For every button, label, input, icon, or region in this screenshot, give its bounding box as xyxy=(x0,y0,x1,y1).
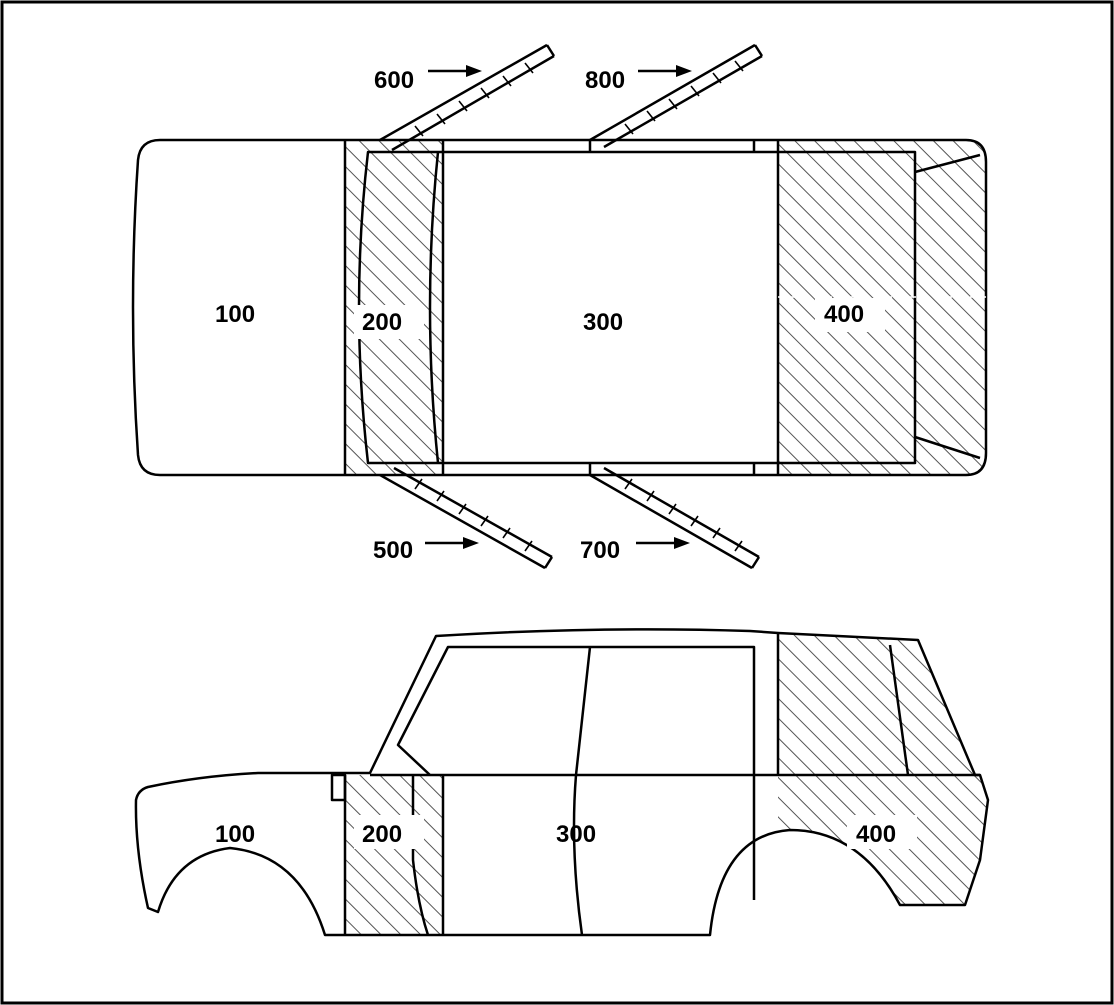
top-rear-diag-1 xyxy=(914,153,981,174)
side-view: 100 200 300 400 xyxy=(134,628,990,937)
top-label-600: 600 xyxy=(374,67,414,94)
door-800 xyxy=(589,43,764,149)
top-car-outline xyxy=(131,138,988,477)
side-zone-200-hatch xyxy=(345,775,443,935)
arrow-800 xyxy=(638,65,692,77)
top-label-400: 400 xyxy=(824,301,864,328)
arrow-700 xyxy=(636,537,690,549)
side-mirror xyxy=(330,773,347,802)
side-label-100: 100 xyxy=(215,821,255,848)
side-zone-400-upper-hatch xyxy=(778,633,975,775)
door-500 xyxy=(379,466,554,570)
top-label-100: 100 xyxy=(215,301,255,328)
side-seam-b xyxy=(411,775,430,936)
top-label-800: 800 xyxy=(585,67,625,94)
side-window-frame xyxy=(396,645,756,776)
door-600 xyxy=(379,43,556,152)
top-windshield-line xyxy=(428,151,440,464)
top-rear-diag-2 xyxy=(914,435,981,460)
side-label-300: 300 xyxy=(556,821,596,848)
top-label-300: 300 xyxy=(583,309,623,336)
side-pillar-c xyxy=(888,644,910,776)
top-label-700: 700 xyxy=(580,537,620,564)
top-label-200: 200 xyxy=(362,309,402,336)
arrow-600 xyxy=(428,65,482,77)
arrow-500 xyxy=(425,537,479,549)
top-label-500: 500 xyxy=(373,537,413,564)
door-700 xyxy=(589,466,761,570)
top-view: 100 200 300 400 600 800 500 700 xyxy=(131,43,988,570)
side-label-200: 200 xyxy=(362,821,402,848)
side-body-outline xyxy=(134,628,990,937)
side-label-400: 400 xyxy=(856,821,896,848)
side-seam-center xyxy=(572,646,592,936)
